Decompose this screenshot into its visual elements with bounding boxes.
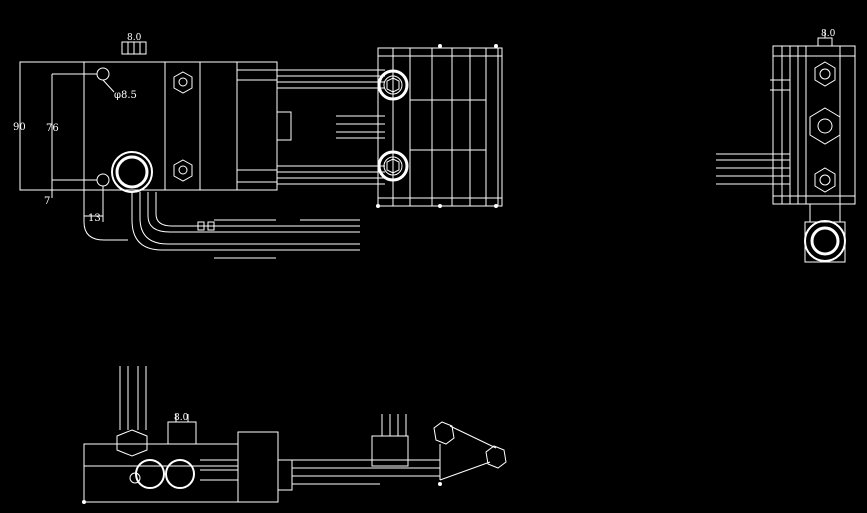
plan-tab	[167, 421, 197, 445]
plate-nut-upper	[377, 69, 409, 101]
side-tab-label: 8.0	[821, 29, 836, 39]
dim-height-90: 90	[13, 122, 26, 133]
hole-diameter-label: φ8.5	[114, 90, 137, 101]
plan-view: 8.0	[82, 366, 507, 504]
plan-pivot-lower	[485, 445, 507, 469]
side-view: 8.0	[716, 29, 856, 263]
dim-height-76: 76	[46, 123, 59, 134]
plan-hex-fitting	[116, 429, 148, 457]
plan-port-right	[165, 459, 195, 489]
port-ring-inner	[115, 155, 149, 189]
top-tab-label: 8.0	[127, 33, 142, 43]
hex-nut-upper	[173, 71, 193, 94]
side-hex-bottom	[814, 167, 836, 193]
hex-nut-lower	[173, 159, 193, 182]
side-hex-top	[814, 61, 836, 87]
side-hex-middle	[809, 107, 841, 145]
front-view: 8.0 φ8.5 90 76 7 13	[13, 33, 503, 259]
side-port-inner	[810, 226, 840, 256]
plan-tab-label: 8.0	[174, 413, 189, 423]
dim-offset-13: 13	[88, 213, 101, 224]
side-body	[772, 45, 856, 205]
dim-offset-7: 7	[44, 196, 50, 207]
plan-pivot-upper	[433, 421, 455, 445]
plan-port-left	[135, 459, 165, 489]
plate-nut-lower	[377, 150, 409, 182]
